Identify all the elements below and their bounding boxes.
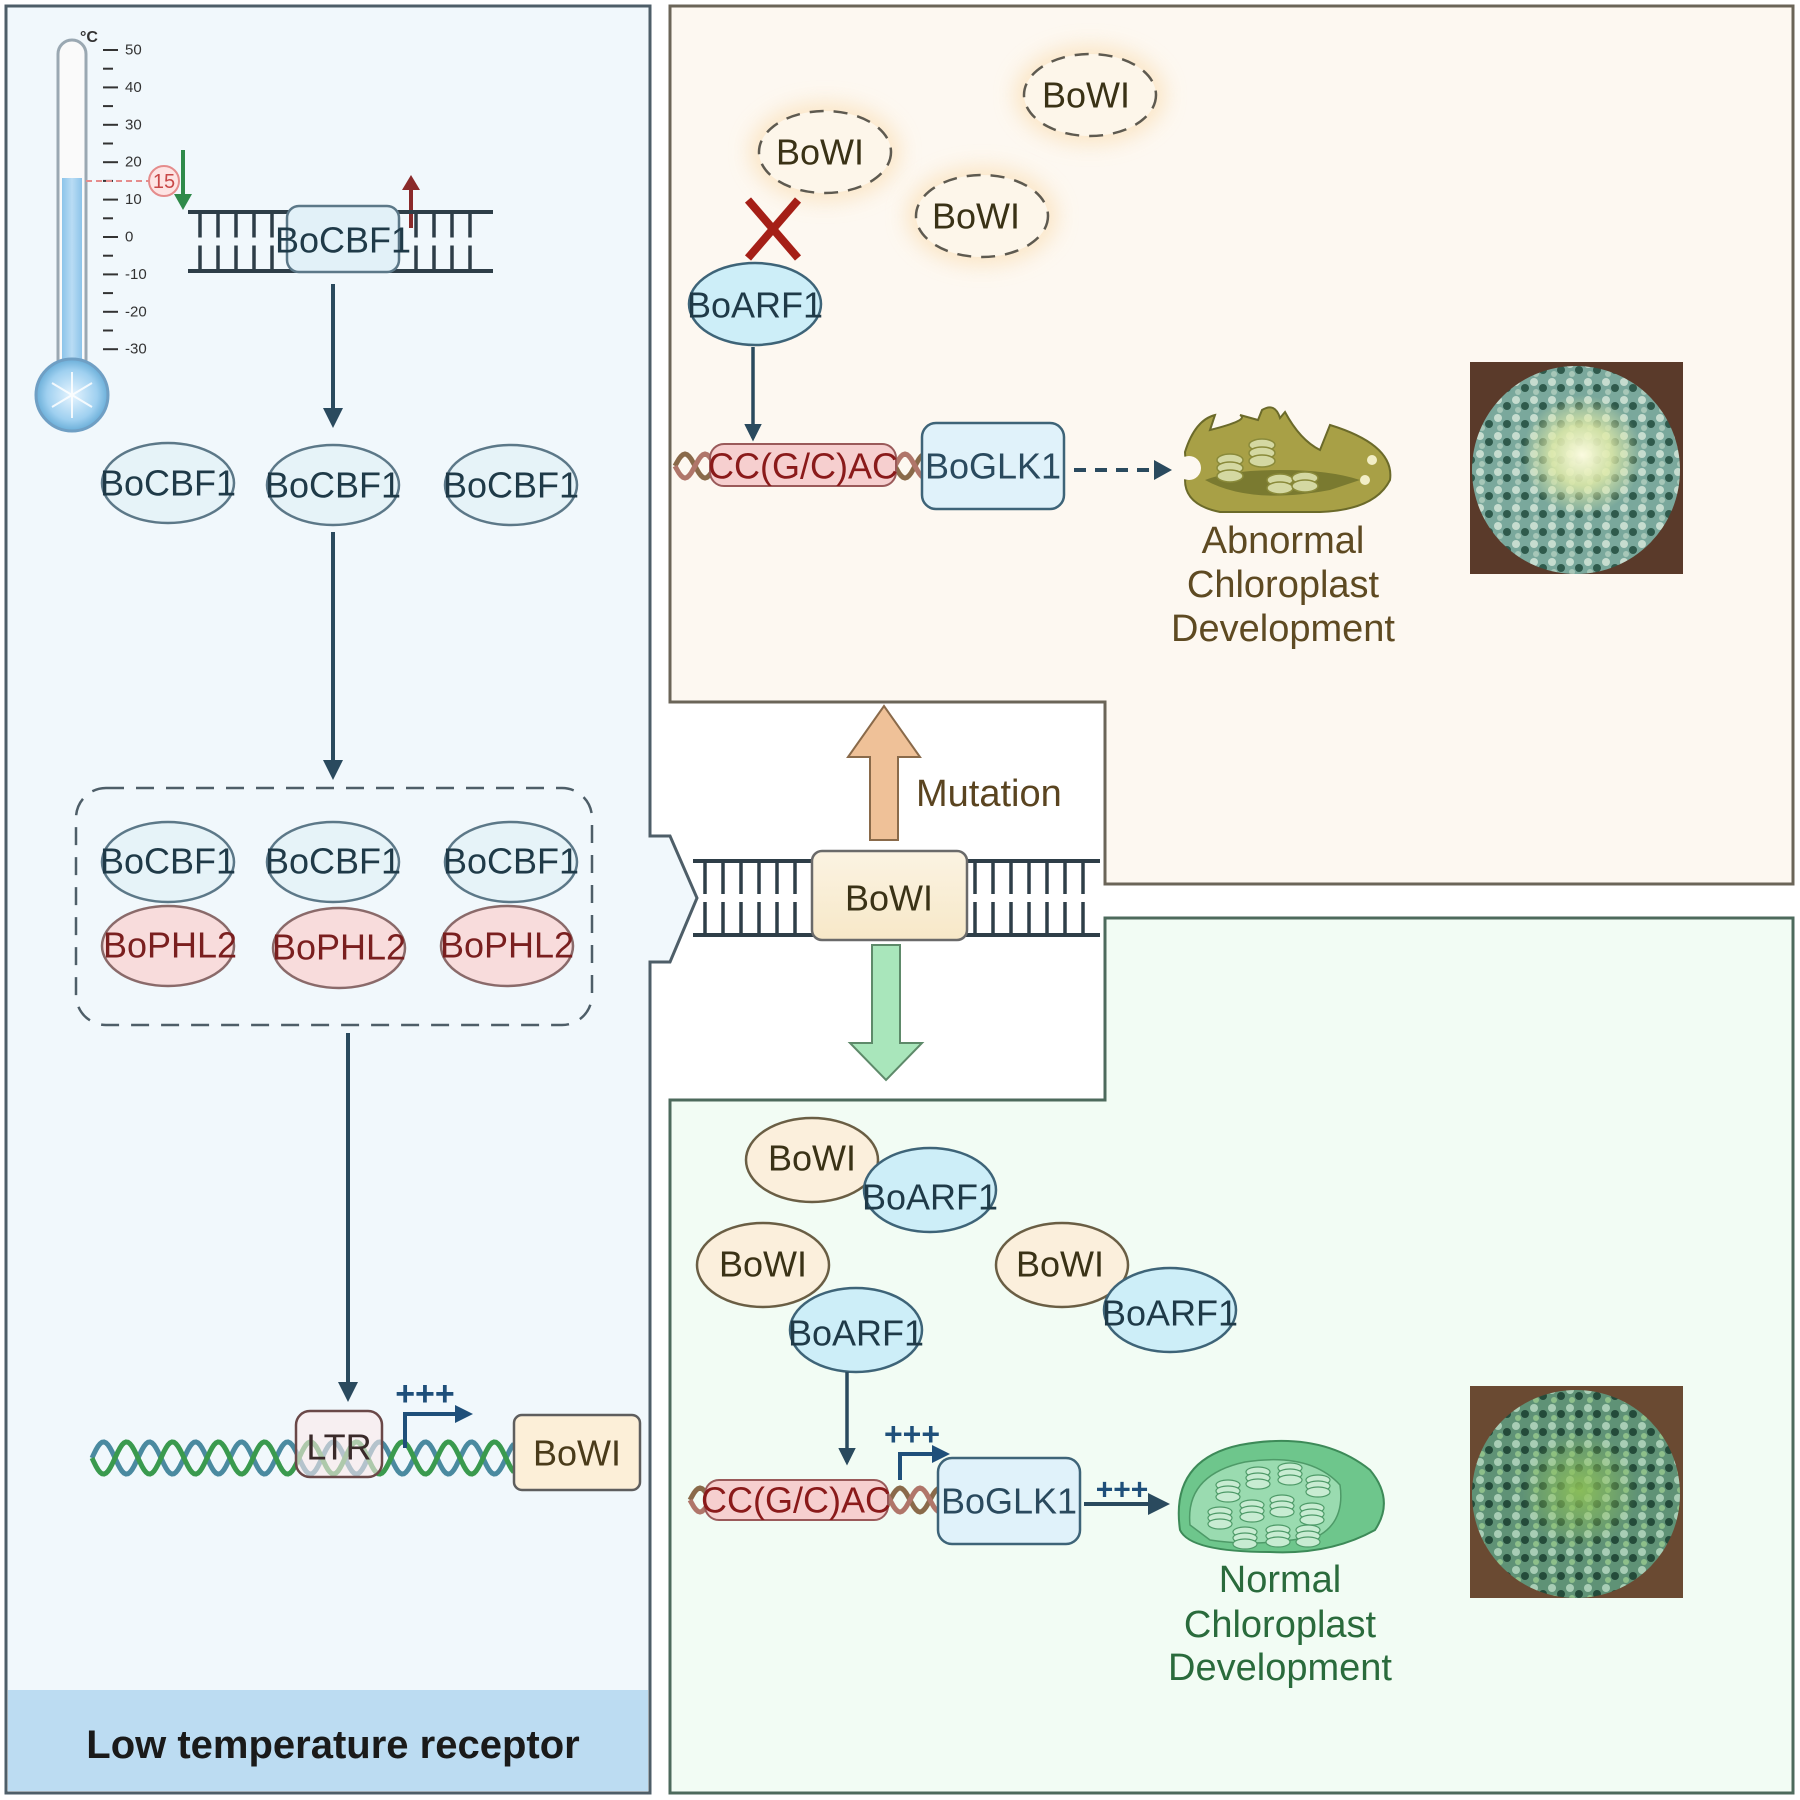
bowi-promoter-dna: LTR +++ BoWI: [89, 1375, 642, 1492]
bowi-arf1-complex[interactable]: BoWI BoARF1: [744, 1116, 998, 1234]
banner-label: Low temperature receptor: [86, 1723, 579, 1767]
transcription-start-arrow-icon: [403, 1405, 473, 1448]
complex-pair[interactable]: BoCBF1 BoPHL2: [439, 820, 579, 988]
bowi-protein-free[interactable]: BoWI: [749, 102, 901, 202]
bowi-arf1-complex[interactable]: BoWI BoARF1: [994, 1221, 1238, 1354]
no-binding-cross-icon: [744, 197, 802, 261]
motif-box[interactable]: [704, 1479, 889, 1521]
glk1-activation-marks: +++: [1096, 1474, 1149, 1507]
tick-label: -30: [125, 341, 147, 358]
normal-chloroplast-icon: [1177, 1439, 1385, 1554]
unit-label: °C: [80, 29, 98, 46]
complex-dashed-box: [74, 786, 594, 1027]
mutation-arrow-icon: [846, 704, 922, 841]
complex-pair[interactable]: BoCBF1 BoPHL2: [100, 820, 237, 988]
threshold-value: 15: [153, 171, 175, 193]
promoter-activation-marks: +++: [884, 1416, 940, 1452]
cbf1-protein-row: BoCBF1 BoCBF1 BoCBF1: [100, 441, 579, 527]
abnormal-line-3: Development: [1171, 608, 1395, 650]
glk1-label: BoGLK1: [941, 1481, 1077, 1522]
arf1-label: BoARF1: [788, 1313, 924, 1354]
cbf1-label: BoCBF1: [265, 841, 401, 882]
threshold-marker: 15: [86, 150, 420, 228]
cbf1-gene-label: BoCBF1: [275, 220, 411, 261]
cbf1-protein[interactable]: BoCBF1: [100, 441, 236, 525]
tick-label: 10: [125, 191, 142, 208]
temperature-scale: 50 40 30 20 10 0 -10 -20 -30: [103, 42, 147, 358]
variegated-kale-photo: [1470, 362, 1683, 574]
cbf1-label: BoCBF1: [443, 841, 579, 882]
expression-up-arrow-icon: [402, 175, 420, 228]
ltr-box[interactable]: [294, 1409, 384, 1479]
motif-label: CC(G/C)AC: [708, 446, 898, 487]
cbf1-phl2-complex-group: BoCBF1 BoPHL2 BoCBF1 BoPHL2 BoCBF1 BoPHL…: [74, 786, 594, 1027]
snowflake-icon: [51, 372, 93, 418]
phl2-label: BoPHL2: [440, 925, 574, 966]
bowi-gene-label: BoWI: [533, 1433, 621, 1474]
arf1-label: BoARF1: [687, 285, 823, 326]
cbf1-protein-label: BoCBF1: [443, 465, 579, 506]
center-bowi-gene: BoWI: [693, 849, 1100, 942]
motif-box[interactable]: [709, 443, 897, 487]
glk1-box[interactable]: [936, 1456, 1082, 1546]
bowi-label: BoWI: [932, 196, 1020, 237]
normal-arrow-icon: [847, 944, 925, 1082]
cbf1-protein[interactable]: BoCBF1: [265, 443, 401, 527]
glk1-box[interactable]: [920, 421, 1066, 511]
cbf1-gene-dna: BoCBF1: [188, 204, 493, 274]
motif-label: CC(G/C)AC: [701, 1480, 891, 1521]
ltr-label: LTR: [306, 1427, 371, 1468]
bowi-protein-free[interactable]: BoWI: [906, 166, 1058, 266]
free-bowi-proteins: BoWI BoWI BoWI: [749, 45, 1166, 266]
tick-label: 50: [125, 42, 142, 59]
arf1-label: BoARF1: [862, 1177, 998, 1218]
bowi-label: BoWI: [768, 1138, 856, 1179]
transcription-start-arrow-icon: [898, 1445, 950, 1480]
normal-line-3: Development: [1168, 1647, 1392, 1689]
strong-arrow-head: [1148, 1493, 1170, 1515]
cbf1-label: BoCBF1: [100, 841, 236, 882]
bowi-arf1-complexes: BoWI BoARF1 BoWI BoARF1 BoWI BoARF1: [695, 1116, 1238, 1374]
abnormal-chloroplast-icon: [1177, 406, 1392, 513]
bottom-glk1-promoter: CC(G/C)AC +++ BoGLK1: [687, 1416, 1082, 1546]
mutation-label: Mutation: [916, 773, 1062, 815]
phl2-label: BoPHL2: [272, 927, 406, 968]
bowi-protein-free[interactable]: BoWI: [1014, 45, 1166, 145]
normal-line-1: Normal: [1219, 1559, 1341, 1601]
cbf1-protein-label: BoCBF1: [100, 463, 236, 504]
abnormal-line-1: Abnormal: [1202, 520, 1365, 562]
green-kale-photo: [1470, 1386, 1683, 1598]
bowi-label: BoWI: [719, 1244, 807, 1285]
arf1-protein-top[interactable]: BoARF1: [687, 261, 823, 347]
phl2-label: BoPHL2: [103, 925, 237, 966]
tick-label: 20: [125, 154, 142, 171]
temperature-down-arrow-icon: [174, 150, 192, 210]
bowi-label: BoWI: [1016, 1244, 1104, 1285]
center-bowi-box[interactable]: [810, 849, 969, 942]
top-glk1-promoter: CC(G/C)AC BoGLK1: [672, 421, 1066, 511]
tick-label: -10: [125, 266, 147, 283]
thermometer-icon: °C: [34, 29, 110, 433]
tick-label: 0: [125, 229, 133, 246]
weak-arrow-head: [1154, 460, 1172, 480]
banner: [8, 1690, 648, 1791]
bowi-arf1-complex[interactable]: BoWI BoARF1: [695, 1221, 924, 1374]
tick-label: -20: [125, 303, 147, 320]
activation-marks: +++: [395, 1375, 455, 1413]
glk1-label: BoGLK1: [925, 446, 1061, 487]
bowi-label: BoWI: [1042, 75, 1130, 116]
cbf1-gene-box[interactable]: [285, 204, 401, 274]
center-bowi-label: BoWI: [845, 878, 933, 919]
bowi-label: BoWI: [776, 132, 864, 173]
complex-pair[interactable]: BoCBF1 BoPHL2: [265, 820, 407, 990]
normal-line-2: Chloroplast: [1184, 1604, 1377, 1646]
tick-label: 30: [125, 116, 142, 133]
arf1-label: BoARF1: [1102, 1293, 1238, 1334]
bowi-gene-box[interactable]: [512, 1413, 642, 1492]
cbf1-protein-label: BoCBF1: [265, 465, 401, 506]
tick-label: 40: [125, 79, 142, 96]
abnormal-line-2: Chloroplast: [1187, 564, 1380, 606]
cbf1-protein[interactable]: BoCBF1: [443, 443, 579, 527]
